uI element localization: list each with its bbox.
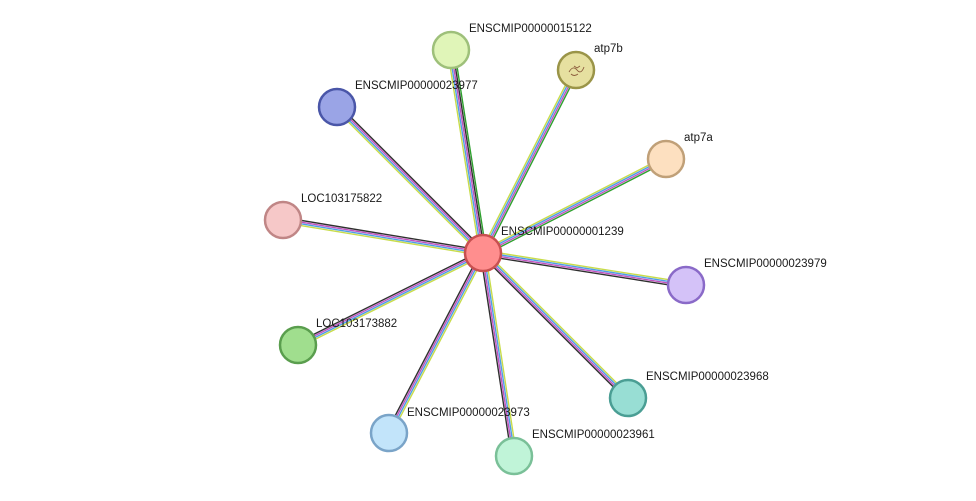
node-label: ENSCMIP00000023968 [646,371,769,383]
edge-evidence-line [481,252,629,400]
edge-evidence-line [298,254,485,348]
edge-evidence-line [481,157,667,253]
edge-evidence-line [482,253,687,287]
edge-evidence-line [483,252,516,457]
node-label: ENSCMIP00000015122 [469,23,592,35]
node-circle[interactable] [494,436,534,476]
node-label: LOC103175822 [301,193,382,205]
edge-evidence-line [483,69,578,255]
query-node-circle[interactable] [463,233,503,273]
node-circle[interactable] [369,413,409,453]
node-label: atp7b [594,43,623,55]
edge-evidence-line [479,252,513,458]
edge-evidence-line [480,254,627,401]
edge-evidence-line [448,49,483,254]
edge-evidence-line [450,49,484,254]
edge-n10[interactable] [479,251,518,458]
edge-evidence-line [389,252,485,435]
edge-evidence-line [386,251,482,433]
edge-evidence-line [451,49,486,254]
node-circle[interactable] [431,30,471,70]
edge-evidence-line [338,104,486,252]
edge-evidence-line [482,251,630,399]
network-node[interactable]: LOC103175822 [263,193,382,240]
edge-evidence-line [482,159,668,255]
network-node[interactable]: LOC103173882 [278,318,397,365]
node-circle[interactable] [317,87,357,127]
network-node[interactable]: ENSCMIP00000023968 [608,371,769,418]
node-circle[interactable] [608,378,648,418]
edge-n4[interactable] [481,156,668,256]
edge-evidence-line [297,253,485,347]
edge-evidence-line [387,251,483,434]
network-node[interactable]: ENSCMIP00000023973 [369,407,530,453]
edge-evidence-line [282,218,484,253]
node-label: ENSCMIP00000023979 [704,258,827,270]
network-node[interactable]: ENSCMIP00000023977 [317,80,478,127]
edge-evidence-line [482,249,688,284]
edge-evidence-line [483,160,668,256]
edges-layer [281,48,688,458]
node-circle[interactable] [278,325,318,365]
edge-evidence-line [481,156,666,252]
node-circle[interactable] [646,139,686,179]
network-node[interactable]: ENSCMIP00000023961 [494,429,655,476]
edge-evidence-line [482,251,687,285]
protein-structure-icon [568,65,585,76]
edge-n3[interactable] [334,104,486,256]
edge-evidence-line [481,68,576,254]
edge-evidence-line [480,68,575,253]
edge-evidence-line [334,108,482,256]
edge-n5[interactable] [281,216,485,257]
node-label: atp7a [684,132,713,144]
edge-evidence-line [453,48,488,254]
edge-n6[interactable] [481,249,688,289]
edge-evidence-line [282,216,485,252]
query-node-label: ENSCMIP00000001239 [501,226,624,238]
network-node[interactable]: ENSCMIP00000023979 [666,258,827,305]
edge-evidence-line [481,252,514,457]
edge-evidence-line [296,251,484,345]
node-circle[interactable] [556,50,596,90]
edge-n7[interactable] [296,250,485,348]
edge-evidence-line [481,254,687,289]
edge-n9[interactable] [386,251,486,435]
node-label: ENSCMIP00000023973 [407,407,530,419]
edge-evidence-line [484,251,518,457]
node-label: ENSCMIP00000023977 [355,80,478,92]
edge-evidence-line [484,250,631,397]
network-node[interactable]: ENSCMIP00000015122 [431,23,592,70]
query-node[interactable]: ENSCMIP00000001239 [463,226,624,273]
edge-evidence-line [390,253,486,435]
edge-evidence-line [335,106,484,255]
edge-n1[interactable] [446,48,488,255]
edge-evidence-line [484,70,579,255]
edge-n2[interactable] [480,68,579,255]
nodes-layer: ENSCMIP00000015122atp7bENSCMIP0000002397… [263,23,827,476]
edge-n8[interactable] [480,250,631,401]
node-circle[interactable] [666,265,706,305]
edge-evidence-line [282,220,484,255]
edge-evidence-line [296,250,483,344]
edge-evidence-line [281,221,484,257]
edge-evidence-line [446,49,481,255]
node-circle[interactable] [263,200,303,240]
edge-evidence-line [336,105,485,254]
node-label: LOC103173882 [316,318,397,330]
node-label: ENSCMIP00000023961 [532,429,655,441]
network-node[interactable]: atp7a [646,132,713,179]
network-node[interactable]: atp7b [556,43,623,90]
